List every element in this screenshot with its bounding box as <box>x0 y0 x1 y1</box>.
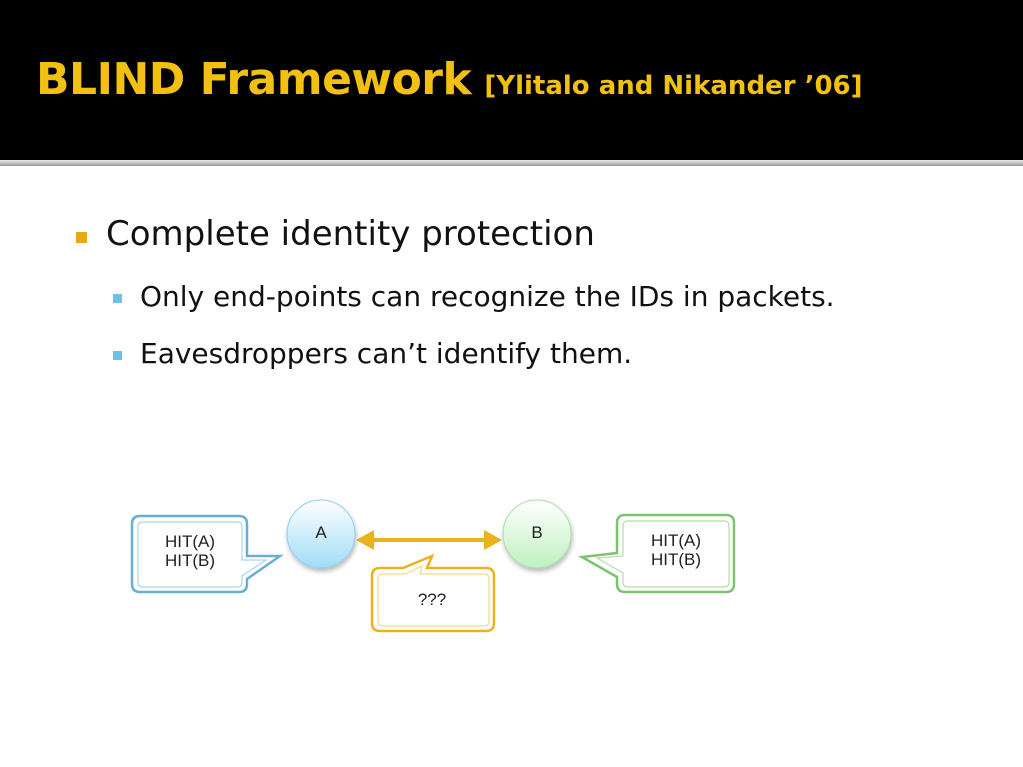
bullet-item: Complete identity protection <box>106 214 595 254</box>
node-a <box>286 499 356 569</box>
callout-right <box>578 513 736 594</box>
title-bar <box>0 0 1023 160</box>
subbullet-marker <box>113 294 122 303</box>
title-divider <box>0 160 1023 166</box>
subbullet-item: Only end-points can recognize the IDs in… <box>140 280 835 313</box>
node-a-label: A <box>315 523 327 542</box>
node-b-label: B <box>531 523 543 542</box>
double-arrow <box>356 530 502 550</box>
title-text: BLIND Framework <box>36 54 472 105</box>
title-citation: [Ylitalo and Nikander ’06] <box>484 71 863 101</box>
callout-right-line1: HIT(A) <box>650 531 702 550</box>
callout-right-text: HIT(A) HIT(B) <box>626 531 726 569</box>
callout-middle-text: ??? <box>417 590 447 609</box>
callout-left-text: HIT(A) HIT(B) <box>140 532 240 570</box>
node-b <box>502 499 572 569</box>
subbullet-item: Eavesdroppers can’t identify them. <box>140 337 633 370</box>
callout-left-line1: HIT(A) <box>164 532 216 551</box>
slide-title: BLIND Framework [Ylitalo and Nikander ’0… <box>36 54 863 105</box>
callout-right-line2: HIT(B) <box>650 550 702 569</box>
callout-left-line2: HIT(B) <box>164 551 216 570</box>
subbullet-marker <box>113 351 122 360</box>
callout-left <box>130 514 284 594</box>
bullet-marker <box>76 232 87 243</box>
callout-middle <box>370 553 496 633</box>
